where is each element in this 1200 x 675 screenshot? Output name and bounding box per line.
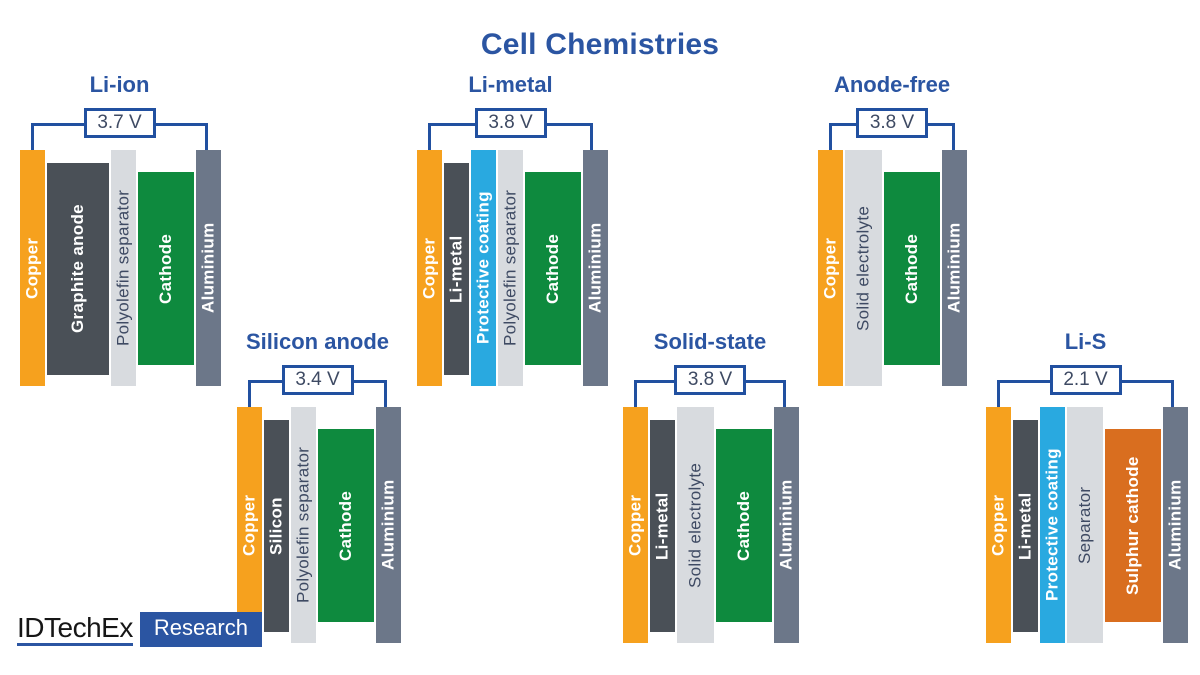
layer-stack: Copper Graphite anode Polyolefin separat…	[20, 150, 221, 386]
layer-aluminium: Aluminium	[376, 407, 401, 643]
voltage-box: 2.1 V	[1049, 365, 1122, 395]
layer-cathode: Cathode	[525, 172, 581, 365]
layer-polyolefin-separator: Polyolefin separator	[291, 407, 316, 643]
layer-cathode: Cathode	[884, 172, 940, 365]
layer-protective-coating: Protective coating	[471, 150, 496, 386]
layer-aluminium: Aluminium	[196, 150, 221, 386]
cell-title: Anode-free	[833, 72, 951, 97]
voltage-box: 3.4 V	[281, 365, 354, 395]
layer-stack: Copper Li-metal Protective coating Separ…	[986, 407, 1188, 643]
layer-sulphur-cathode: Sulphur cathode	[1105, 429, 1161, 622]
layer-li-metal: Li-metal	[1013, 420, 1038, 632]
layer-aluminium: Aluminium	[942, 150, 967, 386]
layer-copper: Copper	[986, 407, 1011, 643]
layer-copper: Copper	[237, 407, 262, 643]
layer-stack: Copper Li-metal Protective coating Polyo…	[417, 150, 608, 386]
layer-stack: Copper Li-metal Solid electrolyte Cathod…	[623, 407, 799, 643]
layer-polyolefin-separator: Polyolefin separator	[498, 150, 523, 386]
layer-copper: Copper	[20, 150, 45, 386]
voltage-box: 3.8 V	[856, 108, 928, 138]
layer-cathode: Cathode	[138, 172, 194, 365]
cell-title: Li-metal	[468, 72, 553, 97]
cell-title: Silicon anode	[245, 329, 390, 354]
layer-copper: Copper	[623, 407, 648, 643]
cell-title: Li-ion	[89, 72, 150, 97]
voltage-box: 3.7 V	[83, 108, 156, 138]
cell-title: Solid-state	[653, 329, 767, 354]
layer-li-metal: Li-metal	[444, 163, 469, 375]
layer-aluminium: Aluminium	[1163, 407, 1188, 643]
layer-copper: Copper	[818, 150, 843, 386]
layer-solid-electrolyte: Solid electrolyte	[677, 407, 714, 643]
layer-aluminium: Aluminium	[774, 407, 799, 643]
layer-cathode: Cathode	[716, 429, 772, 622]
layer-solid-electrolyte: Solid electrolyte	[845, 150, 882, 386]
layer-protective-coating: Protective coating	[1040, 407, 1065, 643]
layer-aluminium: Aluminium	[583, 150, 608, 386]
cell-title: Li-S	[1064, 329, 1107, 354]
layer-silicon: Silicon	[264, 420, 289, 632]
layer-polyolefin-separator: Polyolefin separator	[111, 150, 136, 386]
logo-brand-text: IDTechEx	[17, 612, 133, 647]
layer-li-metal: Li-metal	[650, 420, 675, 632]
page-title: Cell Chemistries	[480, 28, 720, 61]
layer-graphite-anode: Graphite anode	[47, 163, 109, 375]
layer-copper: Copper	[417, 150, 442, 386]
layer-stack: Copper Silicon Polyolefin separator Cath…	[237, 407, 401, 643]
layer-cathode: Cathode	[318, 429, 374, 622]
logo-research-badge: Research	[139, 612, 262, 647]
idtechex-logo: IDTechEx Research	[17, 612, 262, 647]
voltage-box: 3.8 V	[674, 365, 746, 395]
voltage-box: 3.8 V	[474, 108, 547, 138]
layer-separator: Separator	[1067, 407, 1103, 643]
layer-stack: Copper Solid electrolyte Cathode Alumini…	[818, 150, 967, 386]
